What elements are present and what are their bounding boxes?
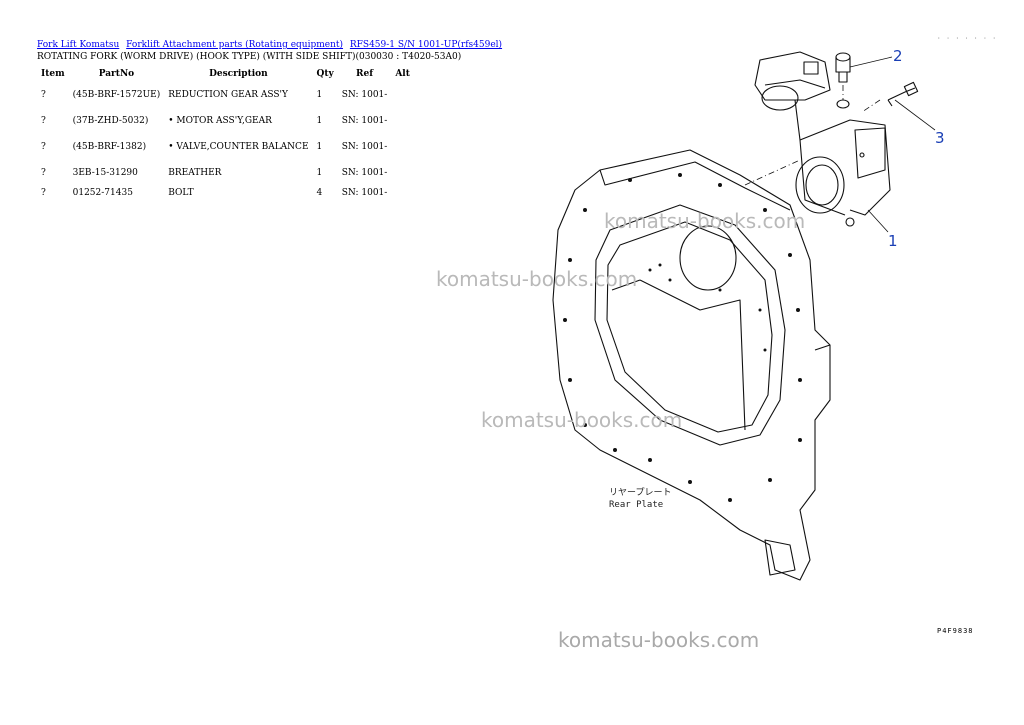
rear-plate-window (594, 204, 786, 446)
cell-partno: 3EB-15-31290 (72, 168, 138, 178)
breadcrumb: Fork Lift Komatsu Forklift Attachment pa… (37, 40, 506, 50)
cell-ref: SN: 1001- (341, 90, 388, 100)
watermark: komatsu-books.com (558, 628, 760, 652)
header-description: Description (209, 69, 268, 79)
cell-alt (391, 188, 414, 214)
rear-plate-outline (552, 149, 831, 581)
cell-ref: SN: 1001- (341, 168, 388, 178)
top-code: · · · · · · · (937, 35, 997, 42)
cell-qty: 1 (316, 116, 323, 126)
header-ref: Ref (356, 69, 374, 79)
callout-1: 1 (888, 232, 898, 250)
watermark: komatsu-books.com (604, 209, 806, 233)
watermark: komatsu-books.com (436, 267, 638, 291)
drawing-code: P4F9838 (937, 627, 974, 635)
cell-item: ? (41, 142, 46, 152)
parts-table: Item PartNo Description Qty Ref Alt ? (4… (37, 66, 414, 214)
cell-qty: 1 (316, 90, 323, 100)
page-title: ROTATING FORK (WORM DRIVE) (HOOK TYPE) (… (37, 52, 462, 62)
cell-item: ? (41, 116, 46, 126)
table-row: ? (45B-BRF-1382) • VALVE,COUNTER BALANCE… (37, 142, 414, 168)
cell-partno: (45B-BRF-1382) (72, 142, 147, 152)
cell-ref: SN: 1001- (341, 116, 388, 126)
reduction-gear-assembly (754, 51, 891, 227)
cell-item: ? (41, 90, 46, 100)
callout-2: 2 (893, 47, 903, 65)
cell-partno: (45B-BRF-1572UE) (72, 90, 161, 100)
table-row: ? 01252-71435 BOLT 4 SN: 1001- (37, 188, 414, 214)
watermark: komatsu-books.com (481, 408, 683, 432)
breadcrumb-link-model[interactable]: RFS459-1 S/N 1001-UP(rfs459el) (349, 40, 503, 50)
cell-alt (391, 142, 414, 168)
table-row: ? 3EB-15-31290 BREATHER 1 SN: 1001- (37, 168, 414, 188)
table-row: ? (37B-ZHD-5032) • MOTOR ASS'Y,GEAR 1 SN… (37, 116, 414, 142)
cell-qty: 1 (316, 168, 323, 178)
cell-ref: SN: 1001- (341, 188, 388, 198)
rear-plate-label-en: Rear Plate (609, 500, 664, 510)
table-row: ? (45B-BRF-1572UE) REDUCTION GEAR ASS'Y … (37, 82, 414, 116)
cell-partno: (37B-ZHD-5032) (72, 116, 149, 126)
cell-item: ? (41, 168, 46, 178)
cell-description: • MOTOR ASS'Y,GEAR (168, 116, 272, 126)
rear-plate-label-jp: リヤープレート (609, 488, 672, 498)
table-header-row: Item PartNo Description Qty Ref Alt (37, 66, 414, 82)
cell-description: BREATHER (168, 168, 222, 178)
header-item: Item (41, 69, 65, 79)
header-partno: PartNo (98, 69, 135, 79)
parts-diagram (552, 51, 936, 581)
breadcrumb-link-attachment-parts[interactable]: Forklift Attachment parts (Rotating equi… (126, 40, 344, 50)
cell-partno: 01252-71435 (72, 188, 133, 198)
callout-3: 3 (935, 129, 945, 147)
cell-description: • VALVE,COUNTER BALANCE (168, 142, 309, 152)
cell-alt (391, 82, 414, 116)
cell-alt (391, 116, 414, 142)
cell-ref: SN: 1001- (341, 142, 388, 152)
cell-description: REDUCTION GEAR ASS'Y (168, 90, 288, 100)
cell-description: BOLT (168, 188, 194, 198)
header-qty: Qty (316, 69, 334, 79)
cell-item: ? (41, 188, 46, 198)
bolt-part (887, 81, 919, 107)
cell-alt (391, 168, 414, 188)
cell-qty: 1 (316, 142, 323, 152)
rear-plate-label: リヤープレート Rear Plate (609, 487, 671, 511)
cell-qty: 4 (316, 188, 323, 198)
header-alt: Alt (395, 69, 410, 79)
breadcrumb-link-fork-lift-komatsu[interactable]: Fork Lift Komatsu (37, 40, 120, 50)
